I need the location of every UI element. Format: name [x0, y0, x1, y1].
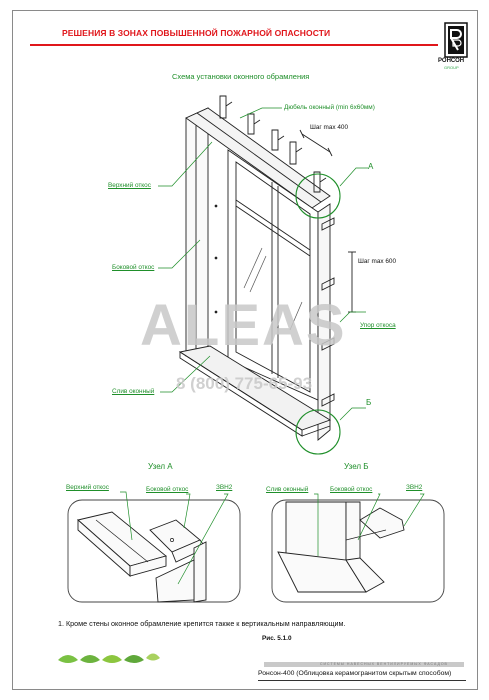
page-frame	[12, 10, 478, 690]
node-a-top-reveal-label: Верхний откос	[66, 484, 109, 491]
scheme-title: Схема установки оконного обрамления	[172, 72, 310, 81]
node-a-detail	[67, 491, 241, 603]
label-top-reveal: Верхний откос	[108, 182, 151, 189]
label-side-reveal: Боковой откос	[112, 264, 155, 271]
label-node-b-marker: Б	[366, 398, 372, 407]
label-dowel: Дюбель оконный (min 6x60мм)	[284, 104, 375, 111]
node-a-fastener-label: ЗВН2	[216, 484, 233, 491]
right-side-reveal	[317, 203, 331, 441]
node-a-side-reveal-label: Боковой откос	[146, 486, 189, 493]
node-b-fastener-label: ЗВН2	[406, 484, 423, 491]
watermark-phone: 8 (800) 775-65-93	[176, 374, 313, 393]
leaf-icon	[146, 653, 160, 661]
node-b-sill-label: Слив оконный	[266, 486, 309, 493]
node-b-title: Узел Б	[344, 462, 369, 471]
label-step-600: Шаг max 600	[358, 258, 397, 265]
leaf-icon	[124, 655, 144, 663]
ronson-logo	[444, 22, 468, 58]
page-header-title: РЕШЕНИЯ В ЗОНАХ ПОВЫШЕННОЙ ПОЖАРНОЙ ОПАС…	[62, 28, 331, 38]
side-brackets	[321, 217, 335, 407]
leaf-icon	[58, 655, 78, 663]
footer-bar	[264, 662, 464, 667]
node-b-detail	[271, 493, 445, 603]
footer-rule	[258, 680, 466, 681]
label-sill: Слив оконный	[112, 388, 155, 395]
footer-leaf-icons	[58, 653, 160, 663]
logo-subtext: GROUP	[444, 65, 459, 70]
leaf-icon	[102, 655, 122, 663]
label-node-a-marker: А	[368, 162, 374, 171]
label-stop: Упор откоса	[360, 322, 396, 329]
footer-text: Ронсон-400 (Облицовка керамогранитом скр…	[258, 670, 452, 677]
top-brackets	[219, 95, 327, 193]
header-rule	[30, 44, 438, 46]
note-text: 1. Кроме стены оконное обрамление крепит…	[58, 619, 346, 628]
logo-text: РОНСОН	[438, 58, 465, 64]
watermark-brand: ALEAS	[140, 293, 347, 358]
figure-caption: Рис. 5.1.0	[262, 635, 292, 642]
label-step-400: Шаг max 400	[310, 124, 349, 131]
node-b-side-reveal-label: Боковой откос	[330, 486, 373, 493]
footer-bar-text: СИСТЕМЫ НАВЕСНЫХ ВЕНТИЛИРУЕМЫХ ФАСАДОВ	[320, 662, 448, 666]
node-a-title: Узел А	[148, 462, 173, 471]
leaf-icon	[80, 655, 100, 663]
